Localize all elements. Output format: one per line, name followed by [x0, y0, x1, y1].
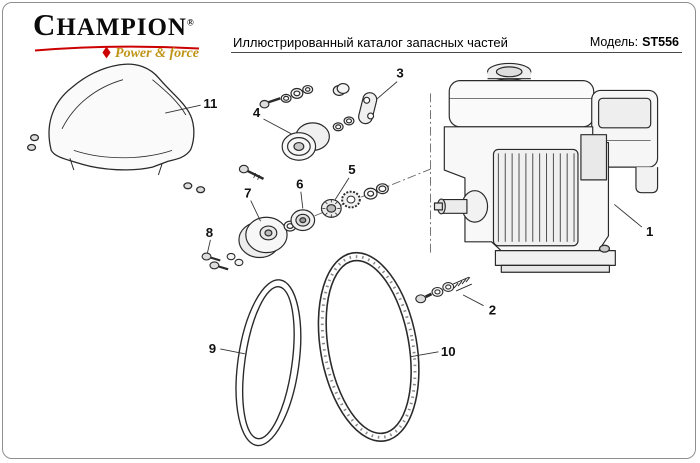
bolt-head-2: [415, 294, 427, 304]
belt-9: [235, 279, 302, 447]
callout-label-3: 3: [396, 66, 403, 81]
champion-logo: CHAMPION® Power & force: [33, 9, 205, 62]
engine-plate: [580, 134, 608, 181]
model-value: ST556: [642, 35, 679, 49]
bracket-3: [358, 92, 378, 125]
callout-label-7: 7: [244, 186, 251, 201]
callout-label-10: 10: [441, 344, 456, 359]
model-caption: Модель:: [589, 35, 639, 49]
cover-screws: [27, 134, 206, 194]
registered-mark: ®: [187, 17, 195, 28]
brand-tagline: Power & force: [115, 46, 199, 61]
leader-line-5: [334, 177, 350, 200]
pulley-4-hub: [293, 141, 305, 151]
catalog-page: CHAMPION® Power & force Иллюстрированный…: [2, 2, 696, 459]
logo-swoosh: [33, 39, 205, 52]
engine-base: [494, 250, 616, 266]
bolt-head-4: [259, 99, 270, 109]
assembly-axis-lines: [252, 93, 432, 255]
pulley-assembly-4: [259, 82, 355, 161]
callout-label-5: 5: [348, 162, 355, 177]
fin-shroud: [492, 148, 579, 247]
cylinder-fins: [497, 153, 575, 242]
callout-labels: 1 2 3 4 5 6 7 8 9 10 11: [203, 66, 653, 359]
brand-name: CHAMPION: [33, 7, 187, 42]
brand-row: CHAMPION®: [33, 9, 205, 40]
leader-line-10: [409, 351, 439, 358]
leader-line-1: [614, 204, 643, 228]
pulley-assembly-567: [238, 164, 389, 259]
exploded-view-diagram: 1 2 3 4 5 6 7 8 9 10 11: [27, 62, 659, 447]
page-title: Иллюстрированный каталог запасных частей: [233, 35, 508, 50]
leader-line-9: [220, 348, 245, 355]
leader-line-3: [376, 81, 398, 100]
leader-line-7: [250, 200, 261, 222]
callout-label-9: 9: [209, 341, 216, 356]
leader-line-6: [300, 191, 304, 209]
leader-line-2: [462, 294, 484, 307]
leader-line-8: [207, 239, 211, 253]
bolt-assembly-2: [415, 276, 473, 304]
spring-2: [452, 276, 473, 292]
base-nut: [599, 244, 611, 253]
handle-bracket: [635, 167, 659, 194]
bolts-8: [201, 252, 244, 271]
engine-illustration: [433, 62, 659, 273]
tagline-row: Power & force: [33, 44, 205, 62]
callout-label-4: 4: [253, 105, 261, 120]
model-label: Модель:ST556: [590, 35, 679, 49]
header-divider: [231, 52, 682, 53]
callout-label-1: 1: [646, 224, 653, 239]
callout-label-11: 11: [203, 96, 217, 111]
fuel-tank: [448, 80, 595, 128]
callout-label-6: 6: [296, 177, 303, 192]
leader-line-4: [263, 118, 292, 135]
bolt-head-7: [238, 164, 249, 174]
callout-leaders: [165, 81, 643, 358]
belt-10: [317, 251, 420, 442]
callout-label-2: 2: [489, 303, 496, 318]
leader-line-11: [165, 104, 201, 114]
belt-cover-illustration: [27, 63, 206, 194]
callout-label-8: 8: [206, 225, 213, 240]
